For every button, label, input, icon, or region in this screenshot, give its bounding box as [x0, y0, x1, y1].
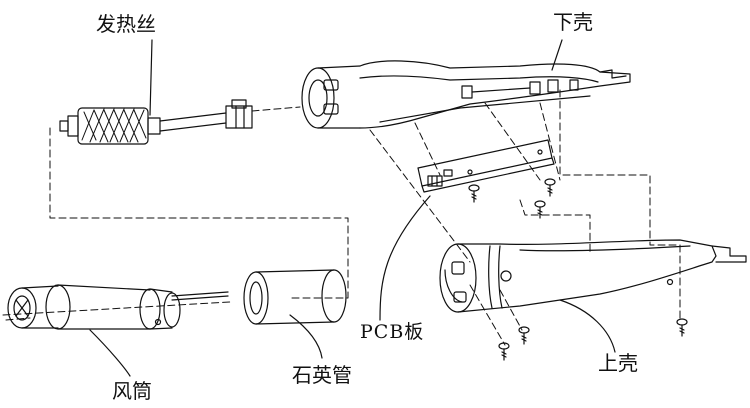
quartz-tube-part — [243, 269, 347, 359]
air-tube-part — [7, 284, 229, 377]
air-tube-label: 风筒 — [112, 379, 152, 403]
heating-wire-label: 发热丝 — [96, 12, 156, 36]
upper-shell-label: 上壳 — [598, 351, 638, 375]
pcb-board-label: PCB板 — [360, 321, 425, 343]
quartz-tube-label: 石英管 — [292, 363, 352, 387]
pcb-board-part — [379, 139, 555, 321]
upper-shell-part — [439, 239, 747, 353]
screws — [468, 178, 688, 361]
lower-shell-label: 下壳 — [553, 10, 593, 34]
heating-wire-part — [59, 39, 253, 145]
lower-shell-part — [301, 39, 631, 129]
